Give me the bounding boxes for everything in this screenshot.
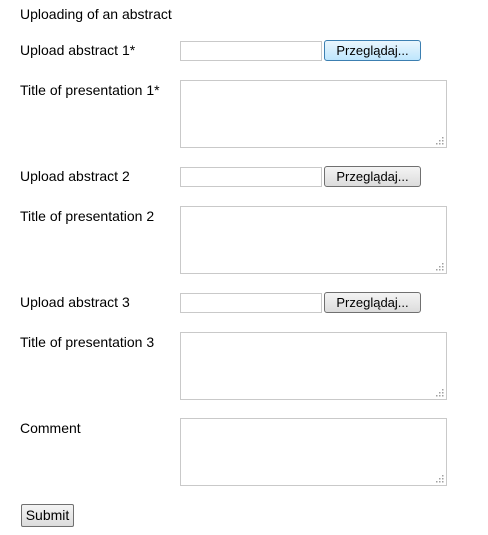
upload-abstract-2-file-field[interactable] [180, 167, 322, 187]
resize-grip-icon[interactable] [434, 387, 444, 397]
upload-abstract-3-browse-button[interactable]: Przeglądaj... [324, 292, 421, 313]
upload-abstract-1-file-field[interactable] [180, 41, 322, 61]
comment-label: Comment [20, 420, 81, 436]
upload-abstract-1-label: Upload abstract 1* [20, 42, 136, 58]
form-heading: Uploading of an abstract [20, 6, 172, 22]
resize-grip-icon[interactable] [434, 261, 444, 271]
resize-grip-icon[interactable] [434, 135, 444, 145]
submit-button[interactable]: Submit [21, 504, 74, 527]
upload-abstract-3-file-field[interactable] [180, 293, 322, 313]
upload-abstract-2-label: Upload abstract 2 [20, 168, 130, 184]
upload-abstract-2-browse-button[interactable]: Przeglądaj... [324, 166, 421, 187]
title-presentation-3-textarea[interactable] [180, 332, 447, 400]
title-presentation-1-textarea[interactable] [180, 80, 447, 148]
comment-textarea[interactable] [180, 418, 447, 486]
upload-abstract-1-browse-button[interactable]: Przeglądaj... [324, 40, 421, 61]
resize-grip-icon[interactable] [434, 473, 444, 483]
title-presentation-2-textarea[interactable] [180, 206, 447, 274]
title-presentation-3-label: Title of presentation 3 [20, 334, 155, 350]
upload-abstract-3-label: Upload abstract 3 [20, 294, 130, 310]
title-presentation-2-label: Title of presentation 2 [20, 208, 155, 224]
title-presentation-1-label: Title of presentation 1* [20, 82, 160, 98]
